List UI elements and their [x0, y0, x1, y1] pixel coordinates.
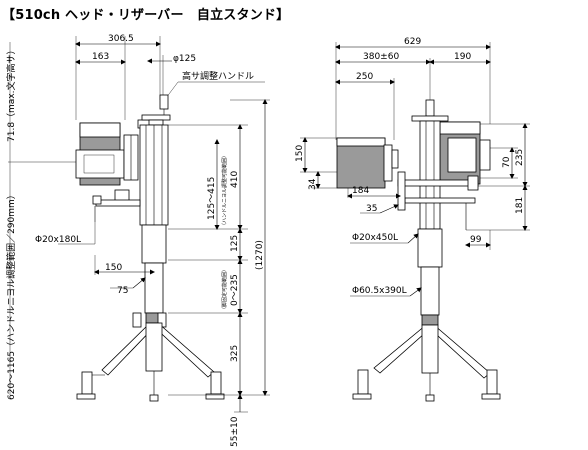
dim-306-5: 306.5 — [108, 34, 134, 44]
note-fixed-range: （脚固定可能範囲） — [221, 267, 228, 312]
dim-70: 70 — [502, 156, 512, 168]
dim-phi20x450: Φ20x450L — [352, 233, 398, 243]
dim-181: 181 — [515, 197, 525, 214]
dim-55: 55±10 — [230, 416, 240, 447]
dim-75: 75 — [117, 286, 128, 296]
dim-163: 163 — [92, 52, 109, 62]
dim-410: 410 — [230, 171, 240, 188]
label-height-handle: 高サ調整ハンドル — [182, 70, 254, 82]
note-handle-range: （ハンドルニヨル調整可能範囲） — [221, 153, 228, 228]
dim-1270: (1270) — [255, 240, 265, 270]
dim-71-8: 71.8（max.文字高サ） — [5, 45, 17, 142]
dim-190: 190 — [454, 52, 471, 62]
dim-629: 629 — [404, 37, 421, 47]
dim-phi60-5x390: Φ60.5x390L — [352, 286, 407, 296]
dim-250: 250 — [356, 72, 373, 82]
side-view: 306.5 163 φ125 高サ調整ハンドル 71.8（max.文字高サ） 6… — [5, 34, 270, 447]
dim-325: 325 — [230, 345, 240, 362]
page-title: 【510ch ヘッド・リザーバー 自立スタンド】 — [2, 8, 290, 23]
front-view: 629 380±60 190 250 — [295, 37, 530, 402]
dim-380: 380±60 — [363, 52, 399, 62]
dim-35: 35 — [366, 204, 377, 214]
dim-99: 99 — [470, 235, 482, 245]
dim-150-front: 150 — [295, 145, 305, 162]
dim-620-1165: 620～1165（ハンドルニヨル調整範囲／290mm） — [5, 190, 17, 400]
dim-125-415: 125～415 — [207, 177, 217, 220]
dim-phi20x180: Φ20x180L — [35, 235, 81, 245]
dim-150: 150 — [105, 263, 122, 273]
dim-184: 184 — [352, 186, 369, 196]
dim-34: 34 — [308, 178, 318, 190]
dim-phi125: φ125 — [173, 54, 196, 64]
dim-125: 125 — [230, 235, 240, 252]
dim-235: 235 — [515, 149, 525, 166]
dim-0-235: 0～235 — [230, 274, 240, 306]
